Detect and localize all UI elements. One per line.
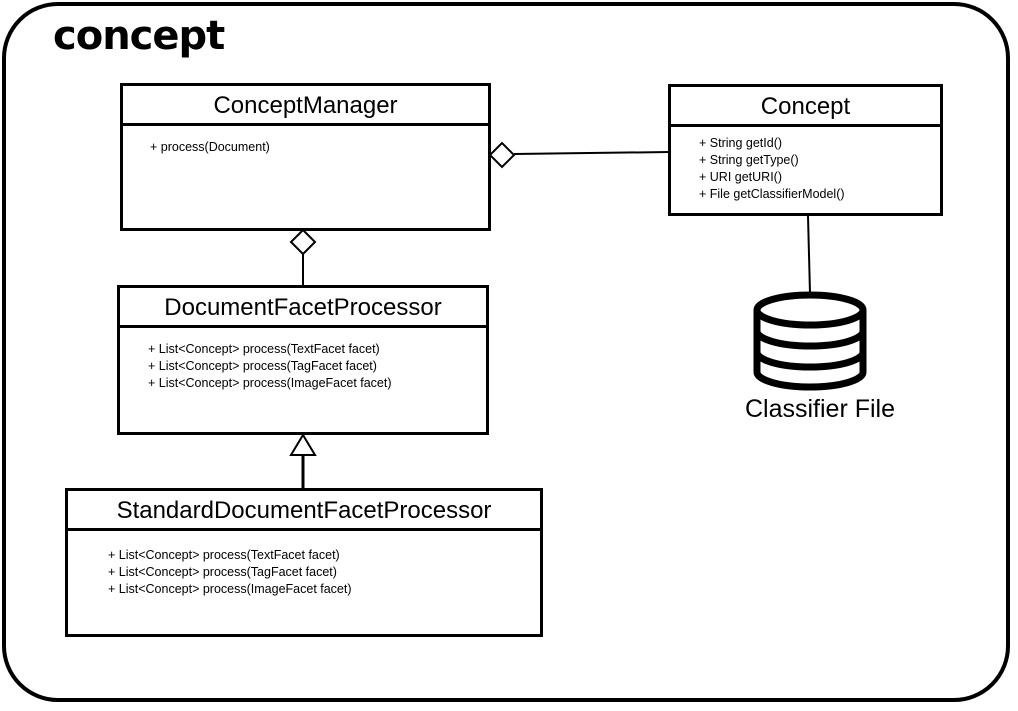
operation: + process(Document)	[150, 140, 270, 154]
aggregation-line-manager-concept	[513, 151, 671, 155]
classifier-file-label: Classifier File	[744, 395, 896, 423]
aggregation-diamond-manager-processor	[289, 228, 317, 256]
operation: + List<Concept> process(TextFacet facet)	[108, 548, 340, 562]
class-concept-manager[interactable]: ConceptManager + process(Document)	[120, 83, 491, 231]
operation: + String getId()	[699, 136, 783, 150]
database-icon	[753, 291, 867, 391]
class-operations: + List<Concept> process(TextFacet facet)…	[120, 328, 486, 392]
class-standard-document-facet-processor[interactable]: StandardDocumentFacetProcessor + List<Co…	[65, 488, 543, 637]
association-line-concept-classifier	[807, 215, 811, 294]
operation: + List<Concept> process(TagFacet facet)	[108, 565, 337, 579]
operation: + List<Concept> process(TagFacet facet)	[148, 359, 377, 373]
operation: + String getType()	[699, 153, 799, 167]
operation: + List<Concept> process(ImageFacet facet…	[148, 376, 392, 390]
class-operations: + String getId() + String getType() + UR…	[671, 127, 940, 203]
operation: + File getClassifierModel()	[699, 187, 845, 201]
operation: + List<Concept> process(ImageFacet facet…	[108, 582, 352, 596]
package-frame	[2, 2, 1010, 702]
aggregation-diamond-manager-concept	[488, 141, 516, 169]
class-name: Concept	[671, 87, 940, 127]
class-operations: + List<Concept> process(TextFacet facet)…	[68, 531, 540, 598]
class-concept[interactable]: Concept + String getId() + String getTyp…	[668, 84, 943, 216]
class-name: DocumentFacetProcessor	[120, 288, 486, 328]
generalization-triangle	[289, 433, 317, 456]
operation: + URI getURI()	[699, 170, 783, 184]
class-name: ConceptManager	[123, 86, 488, 126]
class-operations: + process(Document)	[123, 126, 488, 156]
class-document-facet-processor[interactable]: DocumentFacetProcessor + List<Concept> p…	[117, 285, 489, 435]
package-title: concept	[53, 13, 225, 59]
operation: + List<Concept> process(TextFacet facet)	[148, 342, 380, 356]
class-name: StandardDocumentFacetProcessor	[68, 491, 540, 531]
